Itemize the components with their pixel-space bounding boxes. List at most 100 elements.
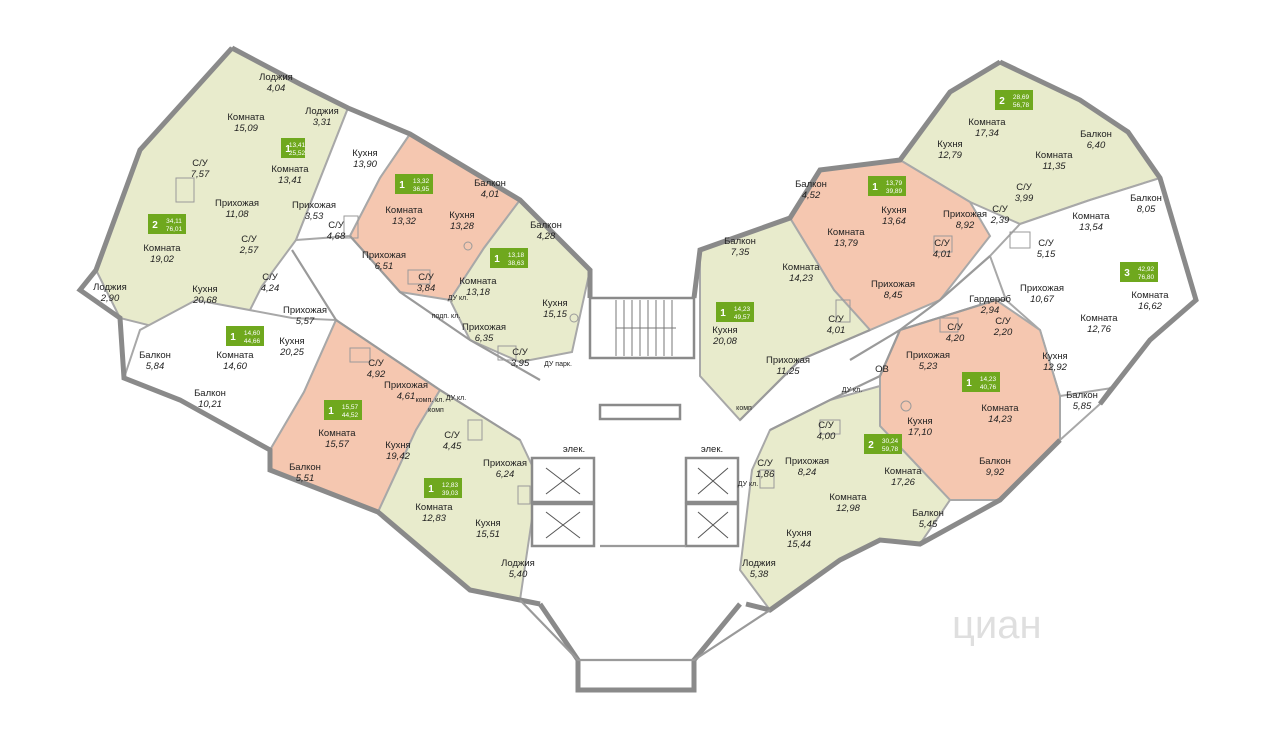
room-area: 2,94 (980, 305, 1000, 316)
room-name: Кухня (881, 205, 906, 216)
room-name: Балкон (1066, 390, 1098, 401)
room-area: 6,51 (375, 261, 394, 272)
room-name: Лоджия (93, 282, 127, 293)
room-name: С/У (368, 358, 385, 369)
svg-text:13,41: 13,41 (289, 142, 306, 149)
svg-text:1: 1 (328, 406, 334, 417)
room-name: С/У (1038, 238, 1055, 249)
room-area: 9,92 (986, 467, 1005, 478)
room-name: Комната (459, 276, 497, 287)
watermark-logo: циан (952, 603, 1042, 647)
room-area: 8,05 (1137, 204, 1156, 215)
room-name: Кухня (907, 416, 932, 427)
svg-text:76,01: 76,01 (166, 226, 183, 233)
room-name: С/У (1016, 182, 1033, 193)
room-area: 5,51 (296, 473, 315, 484)
apartment-38-63[interactable] (448, 198, 592, 364)
room-name: С/У (418, 272, 435, 283)
room-name: Комната (782, 262, 820, 273)
outer-walls (76, 45, 1199, 693)
room-area: 3,31 (313, 117, 332, 128)
badge[interactable]: 1 14,23 40,76 (962, 372, 1000, 392)
room-name: С/У (828, 314, 845, 325)
room-name: Прихожая (943, 209, 987, 220)
room-area: 13,28 (450, 221, 474, 232)
svg-text:2: 2 (999, 96, 1005, 107)
svg-text:49,57: 49,57 (734, 314, 751, 321)
room-area: 4,61 (397, 391, 416, 402)
room-name: Кухня (542, 298, 567, 309)
badge[interactable]: 1 13,18 38,63 (490, 248, 528, 268)
room-area: 12,92 (1043, 362, 1067, 373)
room-area: 4,45 (443, 441, 462, 452)
room-area: 6,40 (1087, 140, 1106, 151)
room-name: Балкон (289, 462, 321, 473)
svg-text:13,32: 13,32 (413, 178, 430, 185)
room-area: 5,15 (1037, 249, 1056, 260)
du-valve-label: ДУ кл. (448, 295, 468, 302)
room-area: 13,18 (466, 287, 490, 298)
room-area: 14,60 (223, 361, 247, 372)
room-name: Балкон (724, 236, 756, 247)
room-area: 3,95 (511, 358, 530, 369)
room-area: 15,51 (476, 529, 500, 540)
badge[interactable]: 1 14,23 49,57 (716, 302, 754, 322)
svg-text:1: 1 (428, 484, 434, 495)
svg-text:1: 1 (872, 182, 878, 193)
svg-text:28,69: 28,69 (1013, 94, 1030, 101)
room-area: 2,20 (993, 327, 1013, 338)
room-area: 3,53 (305, 211, 324, 222)
room-area: 13,32 (392, 216, 416, 227)
svg-text:38,63: 38,63 (508, 260, 525, 267)
room-name: Лоджия (742, 558, 776, 569)
badge[interactable]: 2 30,24 59,78 (864, 434, 902, 454)
svg-text:13,79: 13,79 (886, 180, 903, 187)
room-area: 17,26 (891, 477, 915, 488)
room-name: Комната (829, 492, 867, 503)
room-area: 14,23 (988, 414, 1012, 425)
room-name: Прихожая (483, 458, 527, 469)
badge[interactable]: 1 12,83 39,03 (424, 478, 462, 498)
room-name: Кухня (279, 336, 304, 347)
badge[interactable]: 1 15,57 44,52 (324, 400, 362, 420)
badge[interactable]: 2 34,11 76,01 (148, 214, 186, 234)
room-area: 13,79 (834, 238, 858, 249)
badge[interactable]: 3 42,92 76,80 (1120, 262, 1158, 282)
svg-text:34,11: 34,11 (166, 218, 182, 225)
room-name: Комната (415, 502, 453, 513)
room-name: Балкон (194, 388, 226, 399)
room-name: Прихожая (362, 250, 406, 261)
svg-text:15,57: 15,57 (342, 404, 359, 411)
badge[interactable]: 1 14,60 44,66 (226, 326, 264, 346)
room-area: 20,08 (712, 336, 737, 347)
badge[interactable]: 2 28,69 56,78 (995, 90, 1033, 110)
room-area: 4,01 (933, 249, 952, 260)
svg-text:1: 1 (494, 254, 500, 265)
badge[interactable]: 1 13,79 39,89 (868, 176, 906, 196)
fixtures (175, 177, 1031, 505)
svg-text:30,24: 30,24 (882, 438, 899, 445)
apartment-76-01[interactable] (94, 46, 350, 348)
room-area: 19,42 (386, 451, 410, 462)
room-name: Балкон (979, 456, 1011, 467)
room-area: 11,25 (776, 366, 800, 377)
room-name: Гардероб (969, 294, 1011, 305)
room-area: 13,64 (882, 216, 906, 227)
room-name: Балкон (139, 350, 171, 361)
room-name: Кухня (475, 518, 500, 529)
service-labels: ДУ кл. подп. кл. ДУ парк. комп. кл. ДУ к… (416, 295, 889, 488)
room-area: 15,44 (787, 539, 811, 550)
room-labels: Лоджия 4,04 Комната 15,09 Лоджия 3,31 Ку… (93, 72, 1169, 580)
svg-text:14,23: 14,23 (734, 306, 751, 313)
room-area: 4,20 (946, 333, 965, 344)
svg-text:25,52: 25,52 (289, 150, 306, 157)
room-area: 8,92 (956, 220, 975, 231)
badge[interactable]: 1 13,41 25,52 (281, 138, 306, 158)
room-name: Комната (968, 117, 1006, 128)
room-area: 7,57 (191, 169, 210, 180)
room-name: Прихожая (292, 200, 336, 211)
room-area: 4,92 (367, 369, 386, 380)
badge[interactable]: 1 13,32 36,95 (395, 174, 433, 194)
room-name: Комната (827, 227, 865, 238)
room-area: 12,98 (836, 503, 860, 514)
